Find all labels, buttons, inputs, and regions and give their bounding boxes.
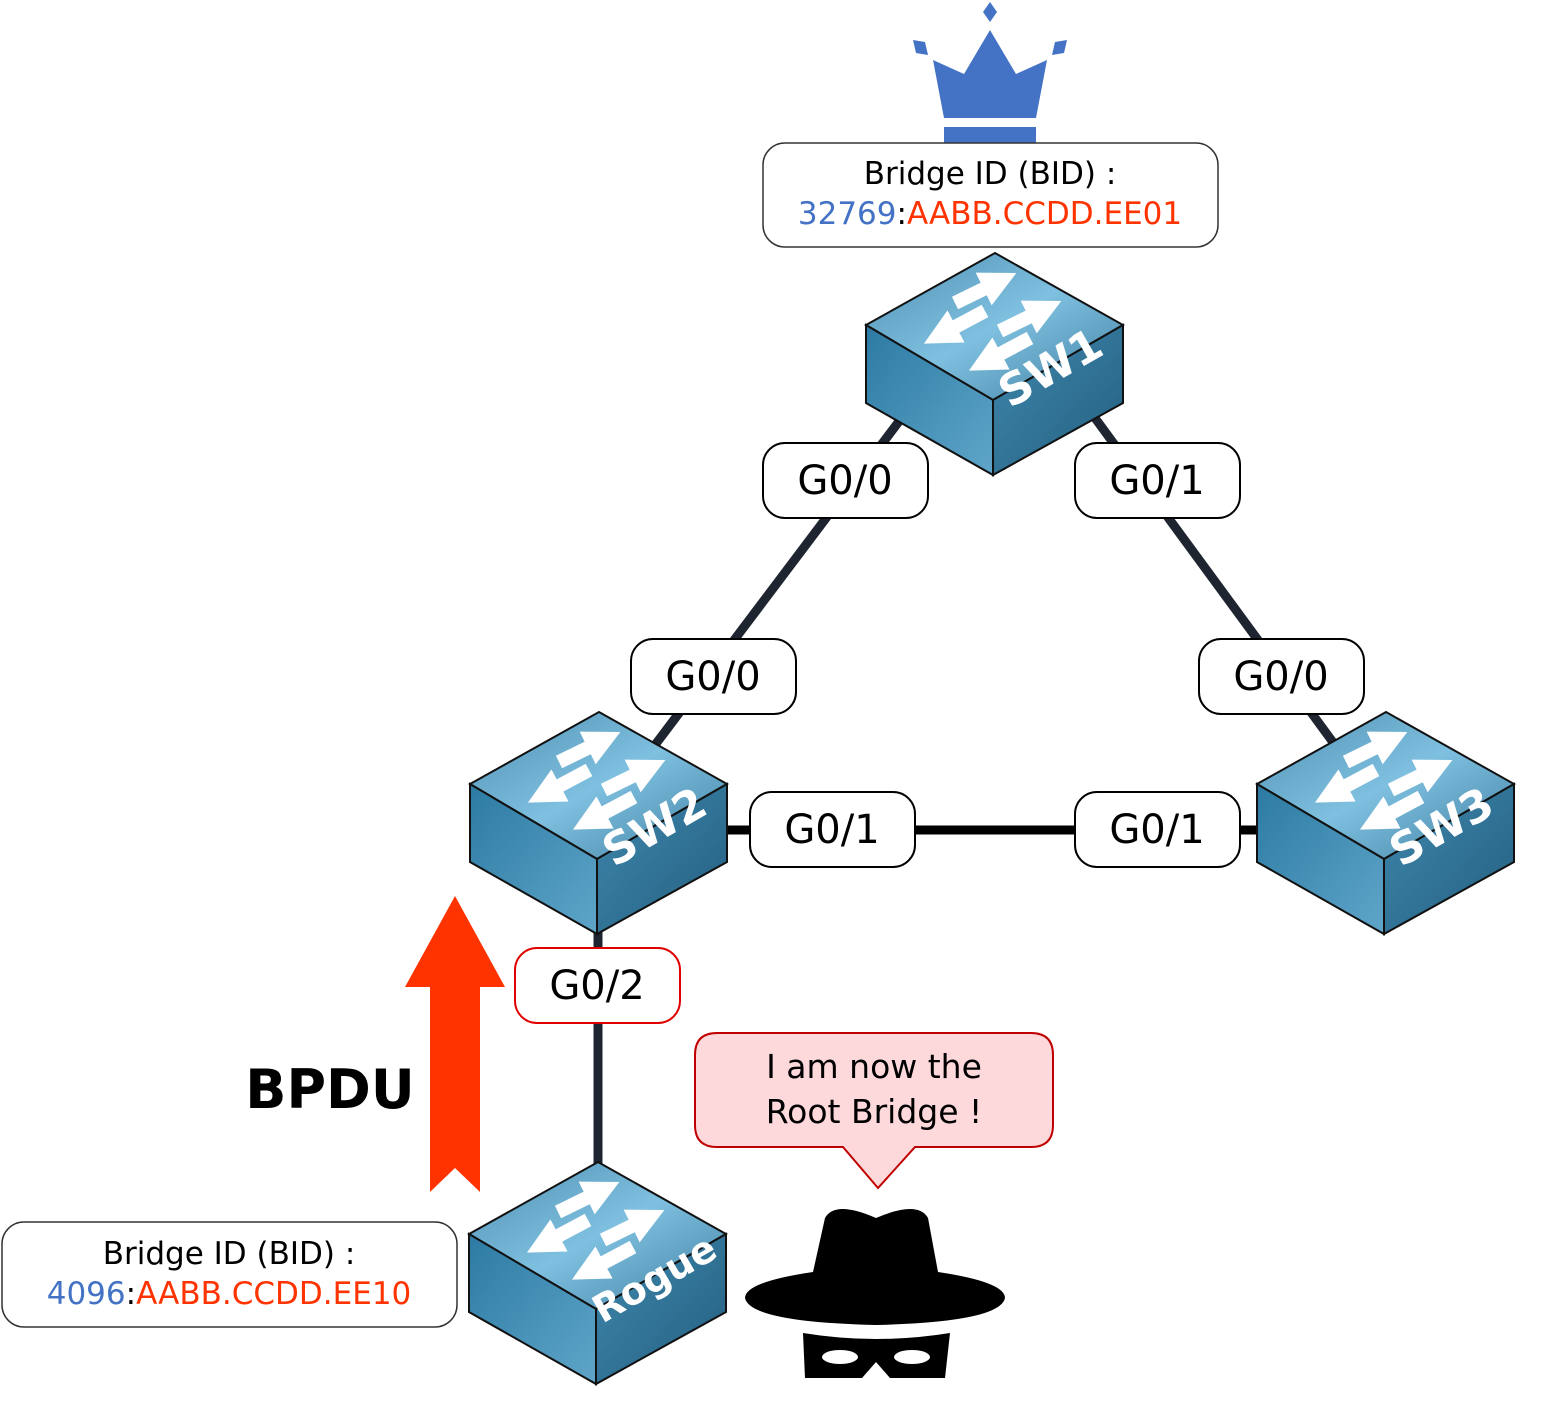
- rogue-bid-mac: AABB.CCDD.EE10: [136, 1276, 411, 1312]
- root-bid-priority: 32769: [798, 196, 897, 232]
- rogue-bid-priority: 4096: [47, 1276, 126, 1312]
- speech-bubble: I am now the Root Bridge !: [694, 1032, 1054, 1190]
- root-bid-mac: AABB.CCDD.EE01: [907, 196, 1182, 232]
- root-bid-separator: :: [897, 196, 907, 232]
- arrow-up-icon: [405, 896, 505, 1192]
- port-label: G0/0: [1233, 654, 1328, 700]
- port-label: G0/1: [1109, 807, 1204, 853]
- port-sw1-g01: G0/1: [1074, 442, 1241, 519]
- port-sw2-g02: G0/2: [514, 947, 681, 1024]
- root-bid-label: Bridge ID (BID) :: [864, 156, 1117, 192]
- switch-sw1[interactable]: SW1: [866, 253, 1123, 475]
- switch-rogue[interactable]: Rogue: [469, 1162, 726, 1384]
- speech-line-2: Root Bridge !: [766, 1092, 983, 1131]
- port-sw1-g00: G0/0: [762, 442, 929, 519]
- port-label: G0/1: [784, 807, 879, 853]
- rogue-bid-value: 4096:AABB.CCDD.EE10: [47, 1276, 412, 1312]
- port-sw2-g01: G0/1: [749, 791, 916, 868]
- port-sw3-g01: G0/1: [1074, 791, 1241, 868]
- port-label: G0/2: [549, 963, 644, 1009]
- switch-sw2[interactable]: SW2: [470, 712, 727, 934]
- speech-line-1: I am now the: [766, 1047, 982, 1086]
- rogue-bid-separator: :: [126, 1276, 136, 1312]
- port-label: G0/0: [665, 654, 760, 700]
- hacker-icon: [745, 1209, 1005, 1378]
- port-sw3-g00: G0/0: [1198, 638, 1365, 715]
- port-label: G0/1: [1109, 458, 1204, 504]
- bpdu-label: BPDU: [245, 1058, 414, 1121]
- rogue-bid-box: Bridge ID (BID) : 4096:AABB.CCDD.EE10: [1, 1221, 458, 1328]
- switch-sw3[interactable]: SW3: [1257, 712, 1514, 934]
- rogue-bid-label: Bridge ID (BID) :: [103, 1236, 356, 1272]
- port-label: G0/0: [797, 458, 892, 504]
- crown-icon: [913, 2, 1067, 143]
- port-sw2-g00: G0/0: [630, 638, 797, 715]
- root-bid-value: 32769:AABB.CCDD.EE01: [798, 196, 1182, 232]
- root-bid-box: Bridge ID (BID) : 32769:AABB.CCDD.EE01: [762, 142, 1219, 248]
